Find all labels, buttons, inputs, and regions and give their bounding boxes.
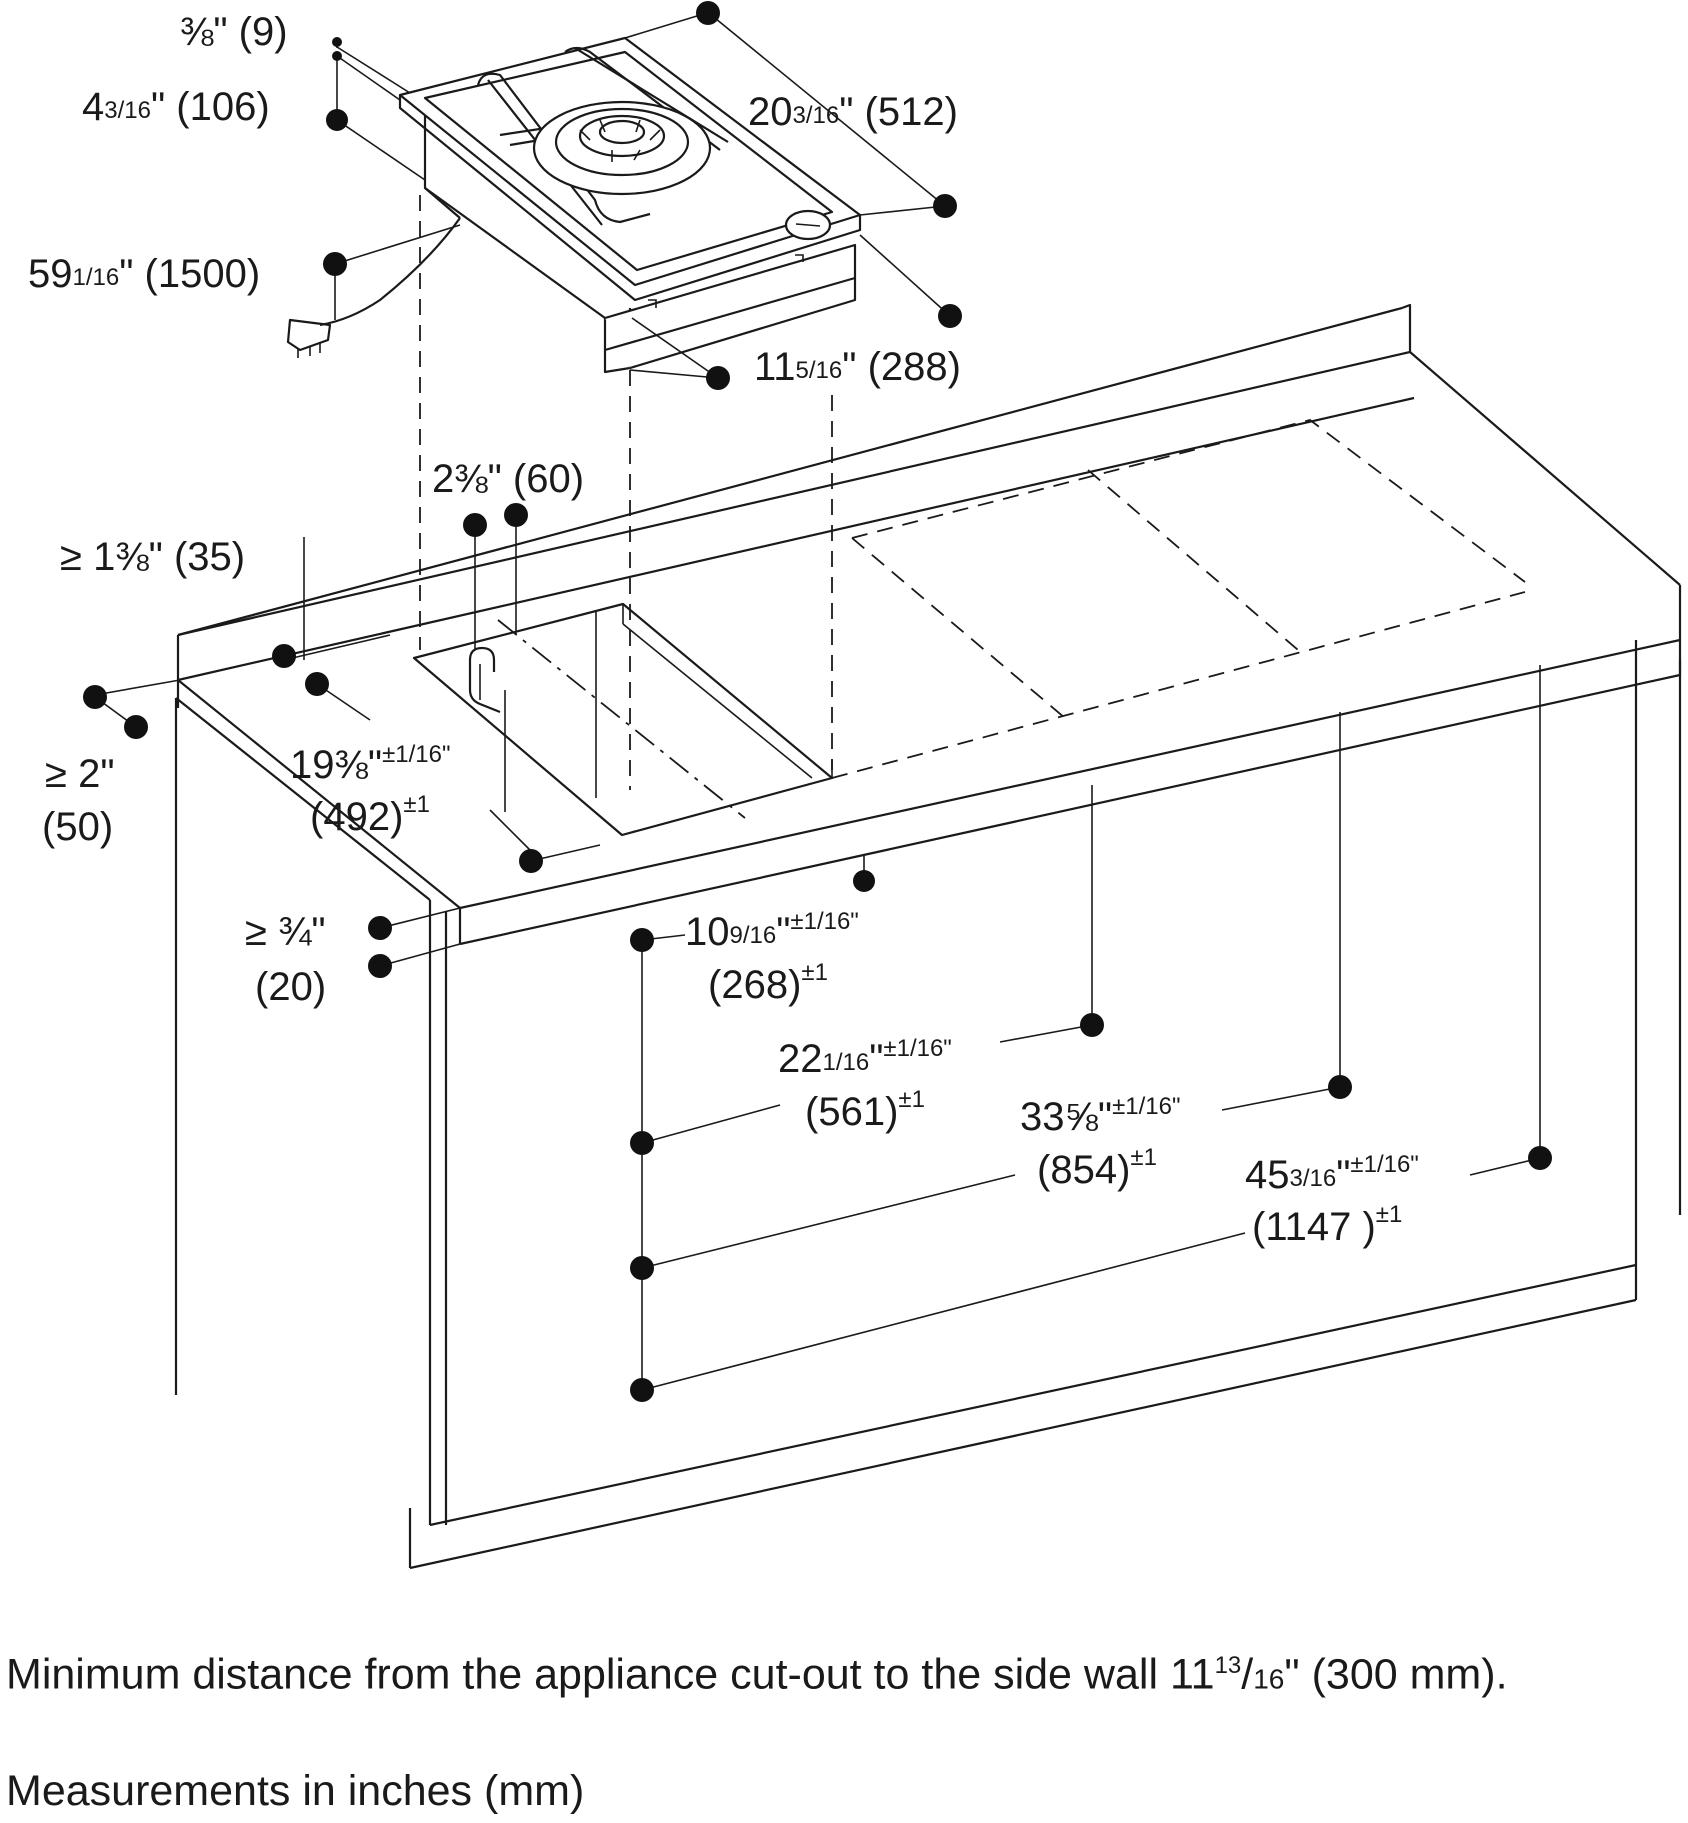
projection-lines xyxy=(419,195,833,790)
svg-text:(854)±1: (854)±1 xyxy=(1037,1144,1157,1192)
dim-label-9: ⅜" (9) xyxy=(180,10,288,54)
cabinet xyxy=(174,640,1682,1570)
notes: Minimum distance from the appliance cut-… xyxy=(6,1640,1682,1817)
svg-text:(20): (20) xyxy=(255,965,326,1009)
dimension-dots xyxy=(83,1,1552,1402)
dim-label-854: 33⅝"±1/16" (854)±1 xyxy=(1020,1093,1180,1192)
dim-label-512: 203/16" (512) xyxy=(748,90,958,134)
svg-text:19⅜"±1/16": 19⅜"±1/16" xyxy=(290,741,450,787)
dim-label-268: 109/16"±1/16" (268)±1 xyxy=(685,908,859,1007)
svg-text:(268)±1: (268)±1 xyxy=(708,959,828,1007)
dim-label-1500: 591/16" (1500) xyxy=(28,252,260,296)
dim-label-50: ≥ 2" (50) xyxy=(42,752,115,849)
dim-label-492: 19⅜"±1/16" (492)±1 xyxy=(290,741,450,839)
svg-text:≥ ¾": ≥ ¾" xyxy=(245,910,326,954)
svg-text:(561)±1: (561)±1 xyxy=(805,1086,925,1134)
svg-text:453/16"±1/16": 453/16"±1/16" xyxy=(1245,1151,1419,1197)
dim-label-60: 2⅜" (60) xyxy=(432,457,584,501)
dim-label-561: 221/16"±1/16" (561)±1 xyxy=(778,1035,952,1134)
note-units: Measurements in inches (mm) xyxy=(6,1767,585,1816)
svg-text:221/16"±1/16": 221/16"±1/16" xyxy=(778,1035,952,1081)
gas-wok-burner xyxy=(286,36,862,374)
installation-diagram: ⅜" (9) 43/16" (106) 203/16" (512) 591/16… xyxy=(28,1,1682,1570)
svg-text:(1147 )±1: (1147 )±1 xyxy=(1252,1201,1402,1249)
note-min-distance: Minimum distance from the appliance cut-… xyxy=(6,1650,1508,1699)
countertop xyxy=(176,303,1682,946)
dim-label-35: ≥ 1⅜" (35) xyxy=(60,535,245,579)
svg-text:(492)±1: (492)±1 xyxy=(310,791,430,839)
dim-label-20: ≥ ¾" (20) xyxy=(245,910,326,1009)
svg-text:≥ 2": ≥ 2" xyxy=(45,752,115,796)
dim-label-288: 115/16" (288) xyxy=(754,345,961,389)
dim-label-106: 43/16" (106) xyxy=(82,85,270,129)
svg-text:109/16"±1/16": 109/16"±1/16" xyxy=(685,908,859,954)
dim-label-1147: 453/16"±1/16" (1147 )±1 xyxy=(1245,1151,1419,1249)
svg-text:33⅝"±1/16": 33⅝"±1/16" xyxy=(1020,1093,1180,1139)
svg-text:(50): (50) xyxy=(42,805,113,849)
dimension-labels: ⅜" (9) 43/16" (106) 203/16" (512) 591/16… xyxy=(28,10,1419,1249)
